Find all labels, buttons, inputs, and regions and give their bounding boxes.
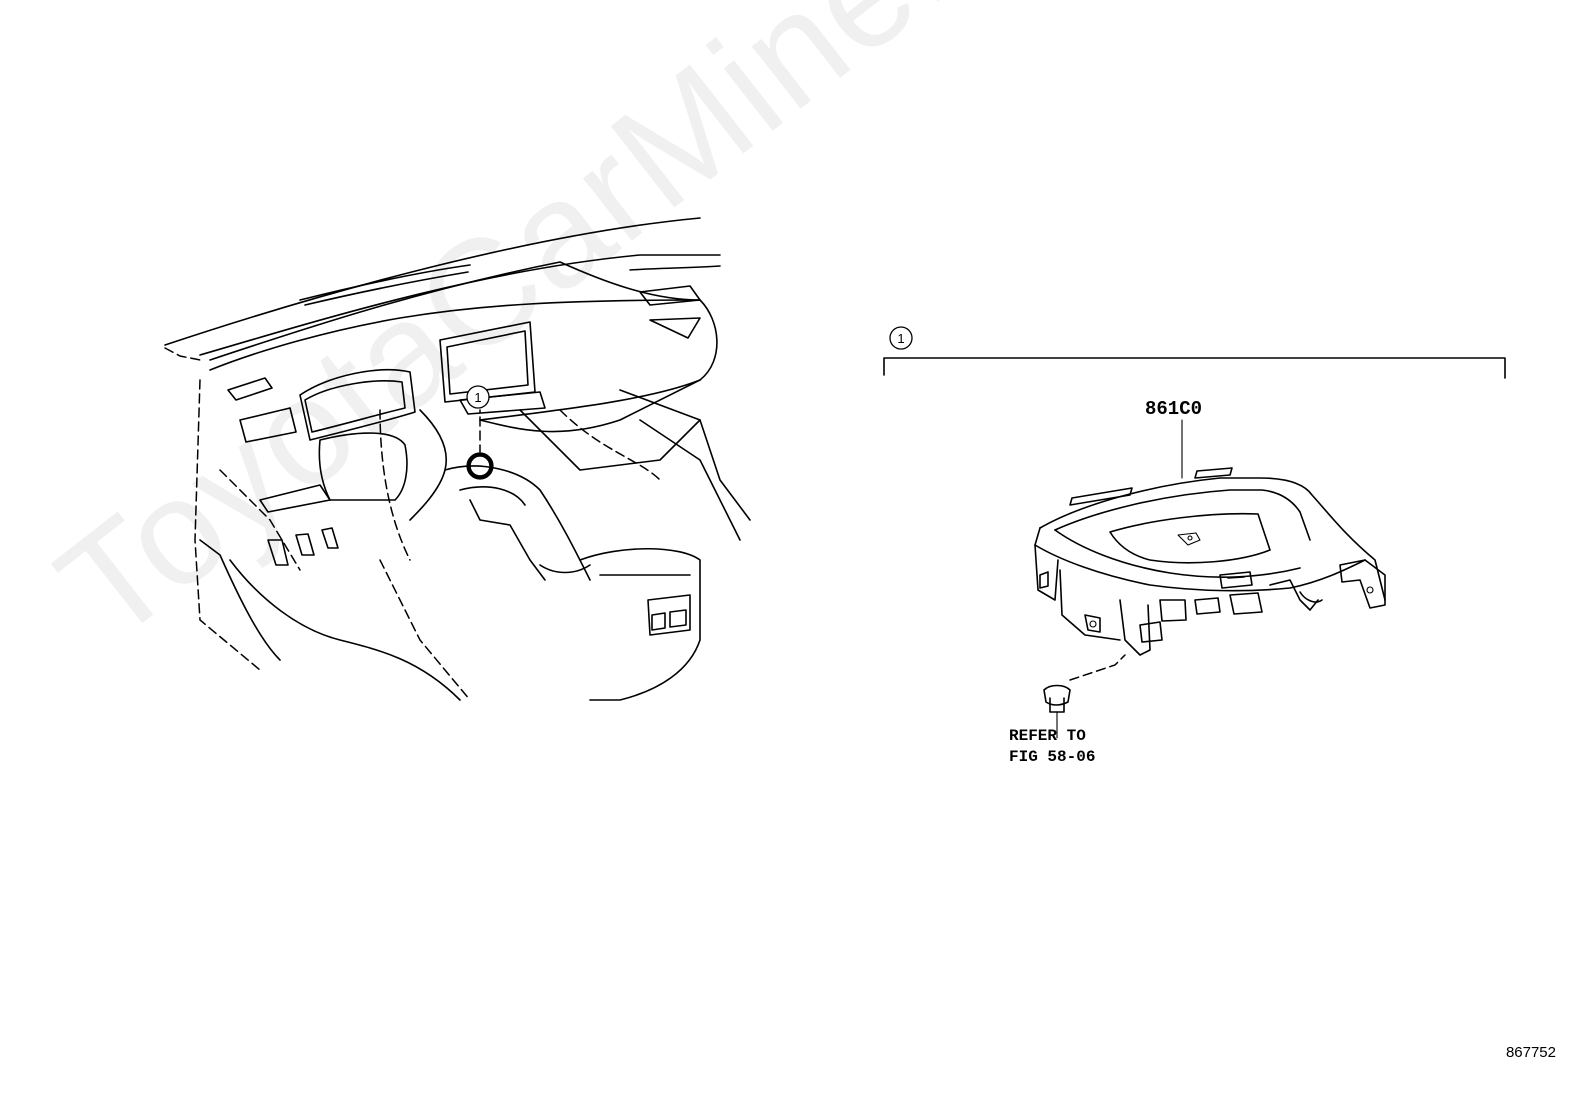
refer-note: REFER TO FIG 58-06: [1009, 726, 1095, 768]
refer-line-2: FIG 58-06: [1009, 748, 1096, 766]
parts-bracket: 1: [883, 326, 1506, 379]
overview-callout-number: 1: [474, 390, 481, 405]
overview-callout: 1: [466, 385, 490, 409]
dashboard-illustration: [164, 217, 751, 701]
charger-unit-illustration: [1034, 467, 1386, 656]
screw-fastener: [1043, 654, 1126, 739]
part-number-label: 861C0: [1145, 398, 1203, 420]
figure-id: 867752: [1505, 1044, 1556, 1061]
bracket-callout-number: 1: [897, 331, 904, 346]
refer-line-1: REFER TO: [1009, 727, 1086, 745]
